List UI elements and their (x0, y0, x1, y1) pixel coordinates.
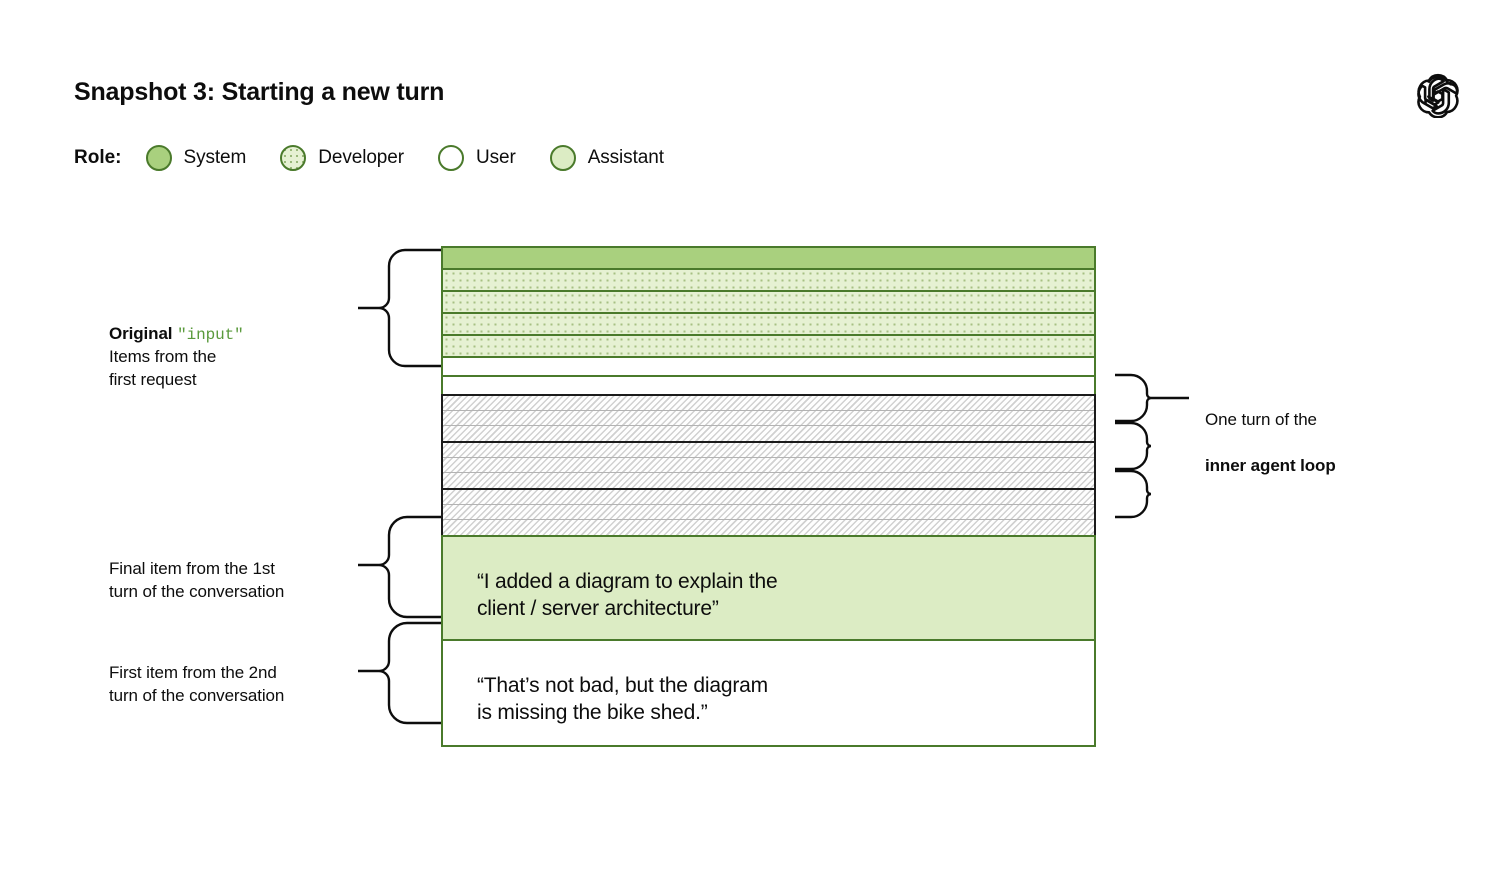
annotation-final-item: Final item from the 1st turn of the conv… (109, 559, 285, 601)
annotation-first-item: First item from the 2nd turn of the conv… (109, 663, 285, 705)
legend-label: Role: (74, 147, 122, 168)
band-user-2 (441, 375, 1096, 394)
annotation-inner-agent-loop: One turn of the inner agent loop (1205, 385, 1435, 477)
legend-label-user: User (475, 147, 516, 168)
annotation-original-code: "input" (177, 326, 244, 344)
inner-loop-turn-2 (441, 441, 1096, 488)
assistant-swatch-icon (549, 145, 576, 171)
user-swatch-icon (437, 145, 464, 171)
tool-band (443, 505, 1094, 520)
brace-first-item (358, 621, 441, 725)
band-developer-1 (441, 268, 1096, 290)
openai-logo (1417, 73, 1459, 118)
tool-band (443, 411, 1094, 426)
brace-inner-loop-turn-1 (1115, 373, 1189, 423)
annotation-original-prefix: Original (109, 324, 178, 343)
band-user-1 (441, 356, 1096, 375)
legend-item-developer: Developer (280, 145, 404, 171)
legend-item-assistant: Assistant (549, 145, 664, 171)
role-legend: Role: System Developer User Assistant (74, 143, 698, 173)
band-system (441, 246, 1096, 268)
user-message-block: “That’s not bad, but the diagram is miss… (441, 641, 1096, 747)
assistant-message-block: “I added a diagram to explain the client… (441, 535, 1096, 641)
tool-band (443, 490, 1094, 505)
tool-band (443, 458, 1094, 473)
annotation-original-sub: Items from the first request (109, 347, 217, 389)
page-title: Snapshot 3: Starting a new turn (74, 78, 445, 106)
tool-band (443, 473, 1094, 488)
annotation-inner-loop-strong: inner agent loop (1205, 456, 1336, 475)
brace-final-item (358, 515, 441, 619)
band-developer-3 (441, 312, 1096, 334)
brace-original-input (358, 248, 441, 368)
tool-band (443, 520, 1094, 535)
system-swatch-icon (145, 145, 172, 171)
legend-item-user: User (437, 145, 516, 171)
band-developer-2 (441, 290, 1096, 312)
legend-label-system: System (183, 147, 247, 168)
legend-label-assistant: Assistant (587, 147, 664, 168)
developer-swatch-icon (280, 145, 307, 171)
annotation-inner-loop-prefix: One turn of the (1205, 410, 1317, 429)
user-message-text: “That’s not bad, but the diagram is miss… (477, 674, 768, 724)
annotation-original-input: Original "input" (109, 299, 379, 347)
inner-loop-turn-1 (441, 394, 1096, 441)
assistant-message-text: “I added a diagram to explain the client… (477, 570, 778, 620)
context-stack: “I added a diagram to explain the client… (441, 246, 1096, 747)
tool-band (443, 426, 1094, 441)
brace-inner-loop-turn-3 (1115, 469, 1152, 519)
brace-inner-loop-turn-2 (1115, 421, 1152, 471)
inner-loop-turn-3 (441, 488, 1096, 535)
band-developer-4 (441, 334, 1096, 356)
tool-band (443, 396, 1094, 411)
legend-item-system: System (145, 145, 247, 171)
tool-band (443, 443, 1094, 458)
legend-label-developer: Developer (318, 147, 404, 168)
